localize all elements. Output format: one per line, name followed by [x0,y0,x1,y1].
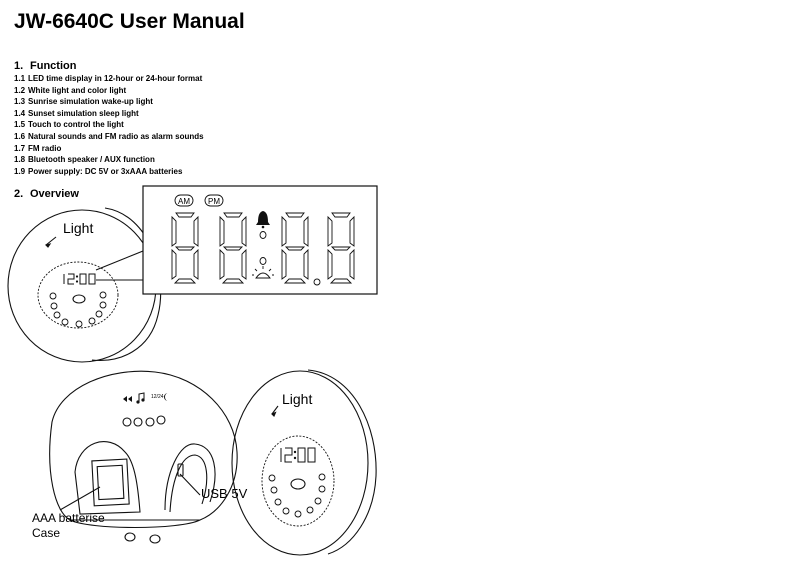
battery-case-label-line2: Case [32,526,60,540]
function-item-id: 1.4 [14,108,26,118]
function-item-id: 1.6 [14,131,26,141]
section-title: Function [30,60,77,72]
function-item-text: Bluetooth speaker / AUX function [28,155,155,165]
function-item-id: 1.8 [14,155,26,165]
section-heading-function: 1. Function [14,60,76,72]
function-item-text: Power supply: DC 5V or 3xAAA batteries [28,166,183,176]
am-indicator: AM [178,197,190,206]
clock-back-view-diagram: 12/24 USB 5V AAA batterise Case [32,370,248,544]
document-title: JW-6640C User Manual [14,10,245,33]
function-item-text: Sunrise simulation wake-up light [28,97,153,107]
sunrise-light-icon [252,266,274,279]
usb-label: USB 5V [201,486,248,501]
music-note-icon [136,392,145,404]
function-item-text: Natural sounds and FM radio as alarm sou… [28,131,204,141]
pm-indicator: PM [208,197,220,206]
function-item-text: Sunset simulation sleep light [28,108,139,118]
moon-icon [164,393,168,401]
function-item-text: LED time display in 12-hour or 24-hour f… [28,74,203,83]
seven-segment-digits [171,212,355,286]
12-24-label: 12/24 [151,394,164,400]
function-item-text: White light and color light [28,85,127,95]
alarm-bell-icon [256,211,270,229]
function-item-id: 1.1 [14,74,26,83]
function-item-text: FM radio [28,143,62,153]
function-item-id: 1.3 [14,97,26,107]
speaker-icon [123,396,132,402]
led-display-diagram: AM PM [142,185,378,295]
section-heading-overview: 2. Overview [14,188,79,200]
function-item-id: 1.9 [14,166,26,176]
function-item-id: 1.7 [14,143,26,153]
light-label: Light [63,220,93,236]
function-item-id: 1.5 [14,120,26,130]
section-title: Overview [30,188,79,200]
section-number: 1. [14,60,24,72]
clock-face-outline [231,370,369,556]
clock-front-view-diagram: Light [7,207,162,363]
function-item-text: Touch to control the light [28,120,124,130]
function-item-id: 1.2 [14,85,26,95]
clock-angled-view-diagram: Light [231,369,377,556]
light-label: Light [282,391,312,407]
battery-case-label-line1: AAA batterise [32,511,105,525]
section-number: 2. [14,188,24,200]
